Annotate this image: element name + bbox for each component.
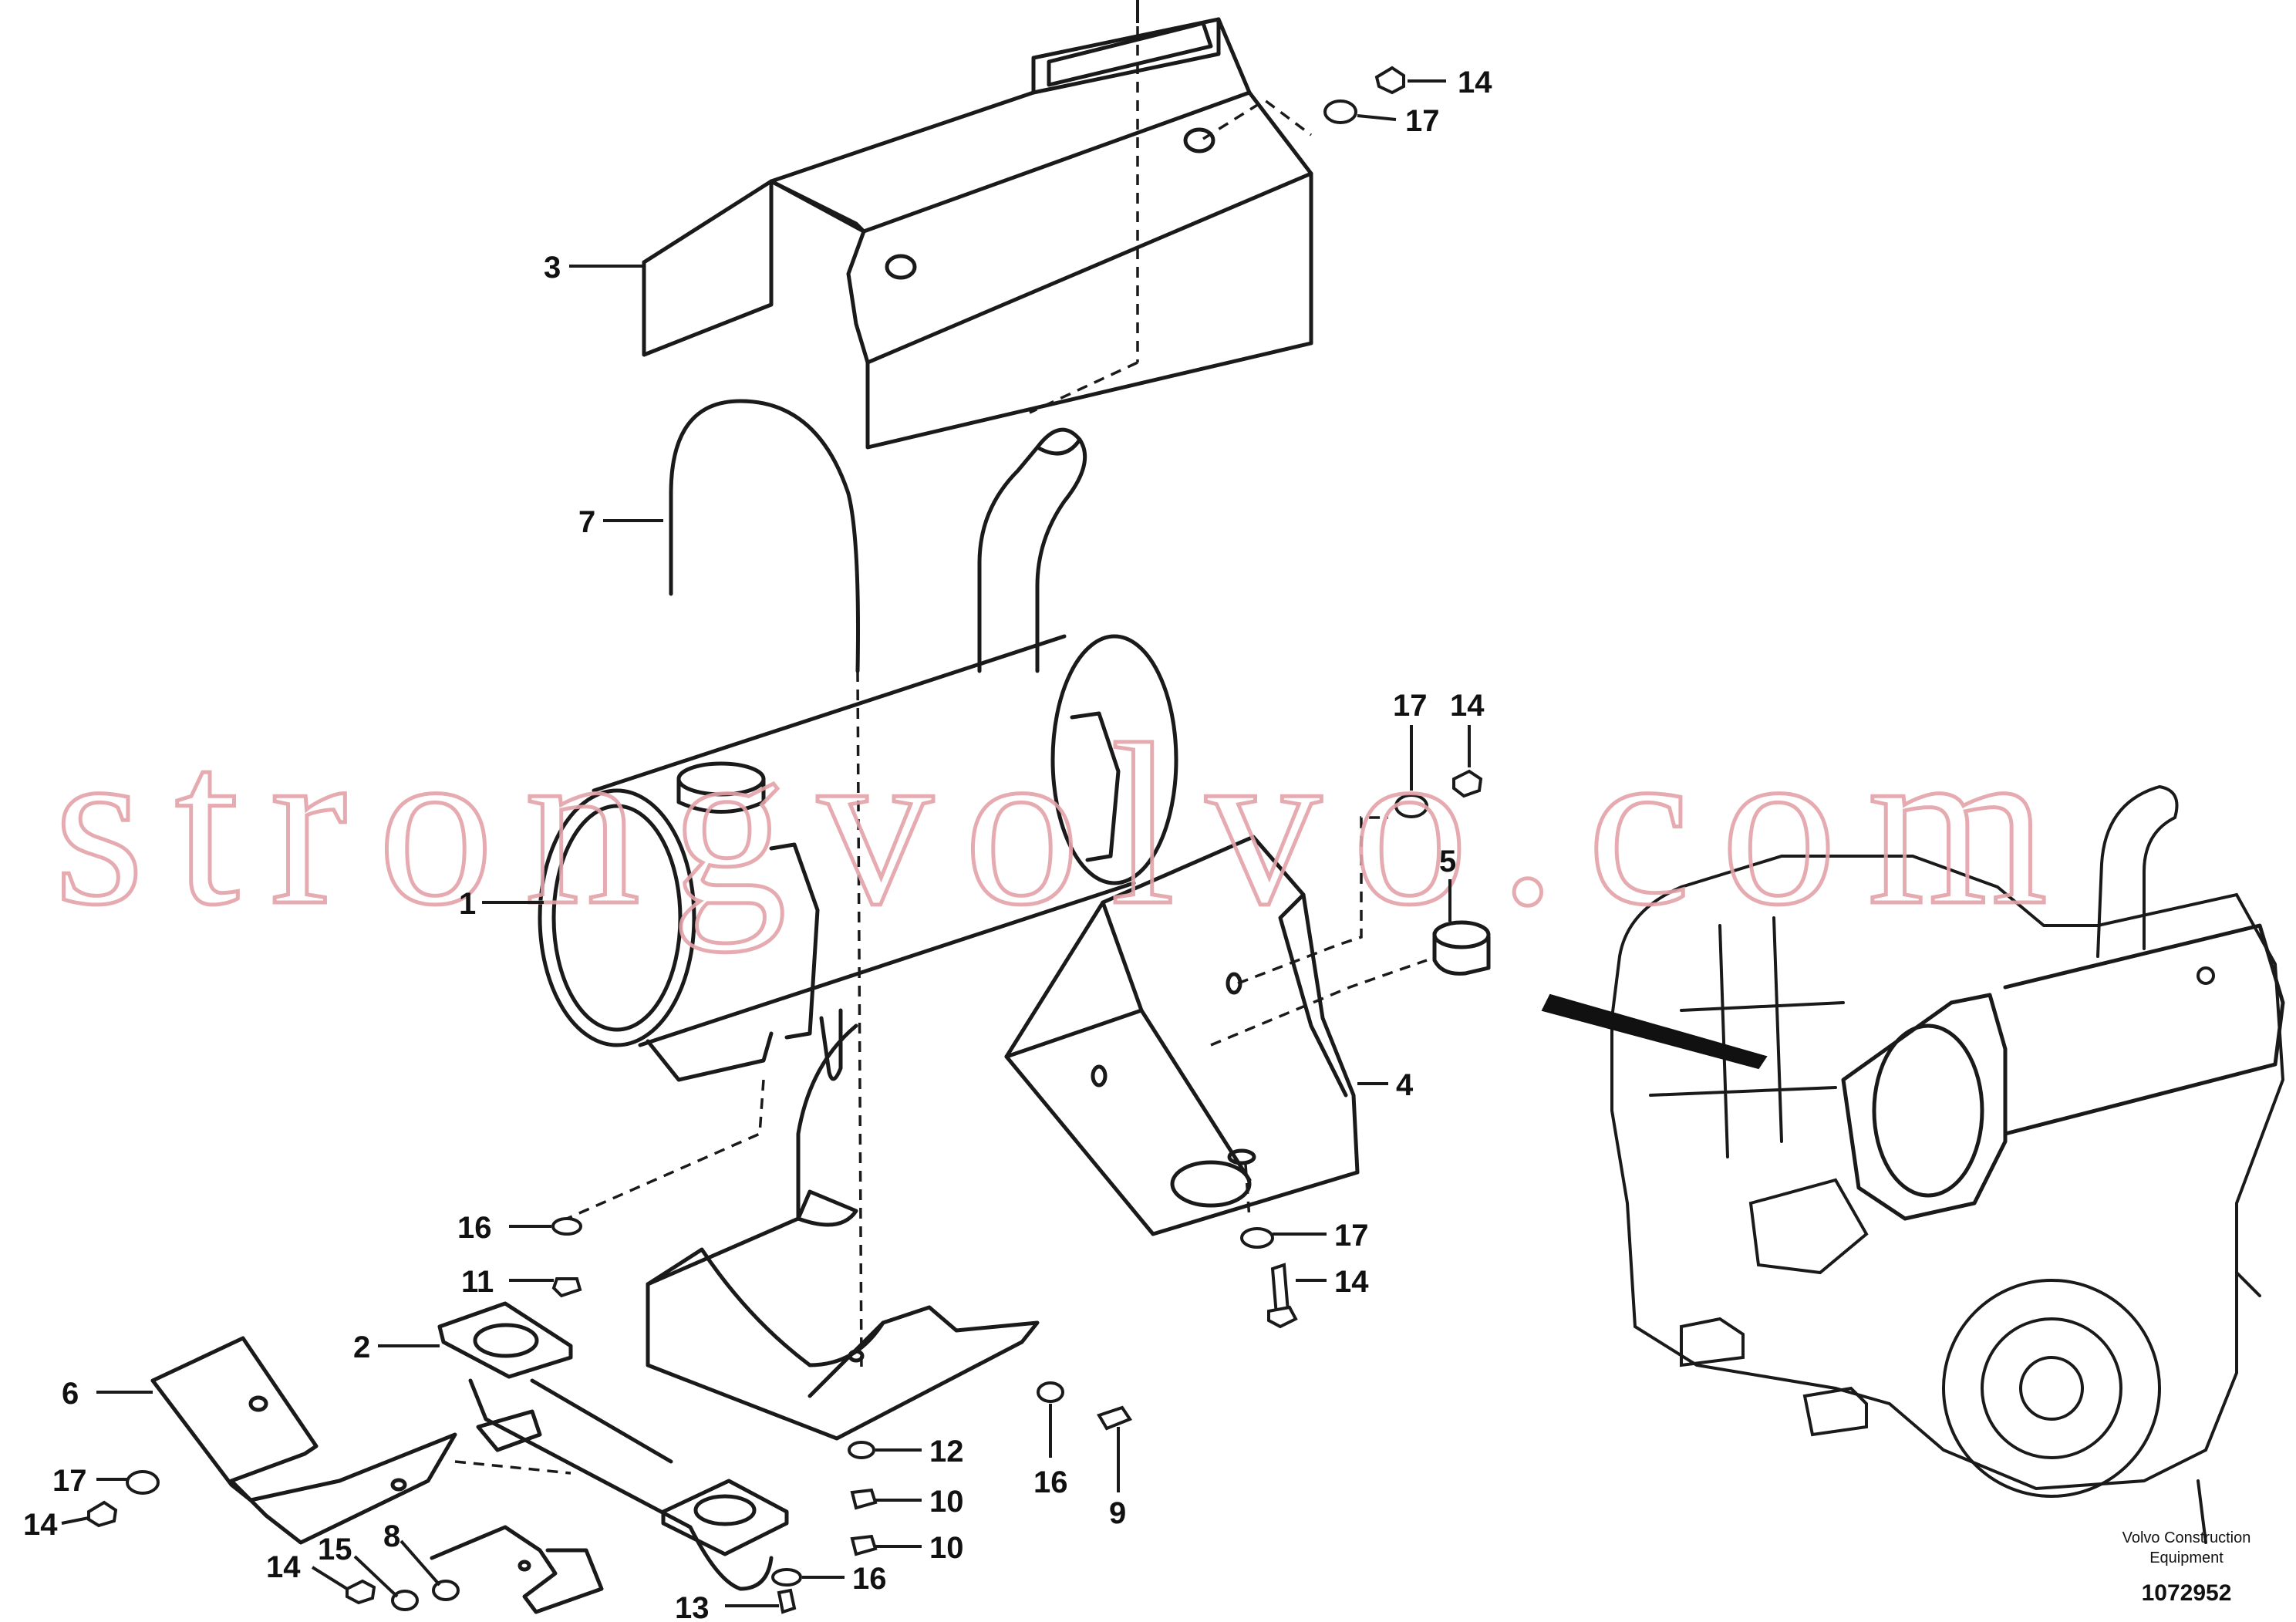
brand-line-2: Equipment [2149,1549,2224,1566]
callout-2: 2 [353,1330,370,1364]
callout-17: 17 [1334,1219,1369,1253]
callout-15: 15 [318,1533,352,1566]
callout-13: 13 [675,1591,710,1622]
watermark-text: strongvolvo.com [54,696,2079,953]
muffler-part-1 [538,634,1178,1082]
callout-17: 17 [1405,104,1440,138]
tailpipe [977,427,1087,673]
muffler-support-bracket [646,1008,1040,1441]
callout-11: 11 [461,1265,494,1299]
callout-7: 7 [578,505,595,539]
document-number: 1072952 [2142,1580,2232,1606]
exhaust-pipe-part-2 [437,1301,789,1591]
callout-9: 9 [1109,1496,1126,1530]
callout-14: 14 [1450,689,1485,723]
callout-5: 5 [1439,845,1456,878]
callout-16: 16 [852,1562,887,1596]
callout-3: 3 [544,251,561,285]
bracket-part-6 [150,1336,457,1545]
callout-labels: 14 17 3 7 1 17 14 5 4 17 14 16 11 2 6 17… [23,66,1492,1622]
callout-10: 10 [929,1531,964,1565]
hardware [87,66,1483,1614]
engine-assembly-inset [1610,784,2285,1544]
callout-14: 14 [23,1508,58,1542]
callout-16: 16 [457,1211,492,1245]
callout-14: 14 [1334,1265,1369,1299]
callout-10: 10 [929,1485,964,1519]
callout-16: 16 [1033,1465,1068,1499]
leader-lines [61,0,1471,1607]
heat-shield-part-3 [642,17,1313,450]
callout-4: 4 [1396,1068,1414,1102]
bracket-part-4 [1004,835,1360,1236]
callout-14: 14 [1458,66,1492,99]
callout-6: 6 [62,1377,79,1411]
callout-17: 17 [52,1464,87,1498]
callout-17: 17 [1393,689,1428,723]
plate-part-8 [430,1525,604,1614]
u-bolt-part-7 [669,399,860,673]
callout-12: 12 [929,1435,964,1469]
spacer-part-5 [1432,920,1491,976]
callout-14: 14 [266,1550,301,1584]
brand-line-1: Volvo Construction [2122,1529,2251,1546]
callout-8: 8 [383,1519,400,1553]
location-pointer-arrow [1541,993,1768,1070]
callout-1: 1 [459,887,476,921]
